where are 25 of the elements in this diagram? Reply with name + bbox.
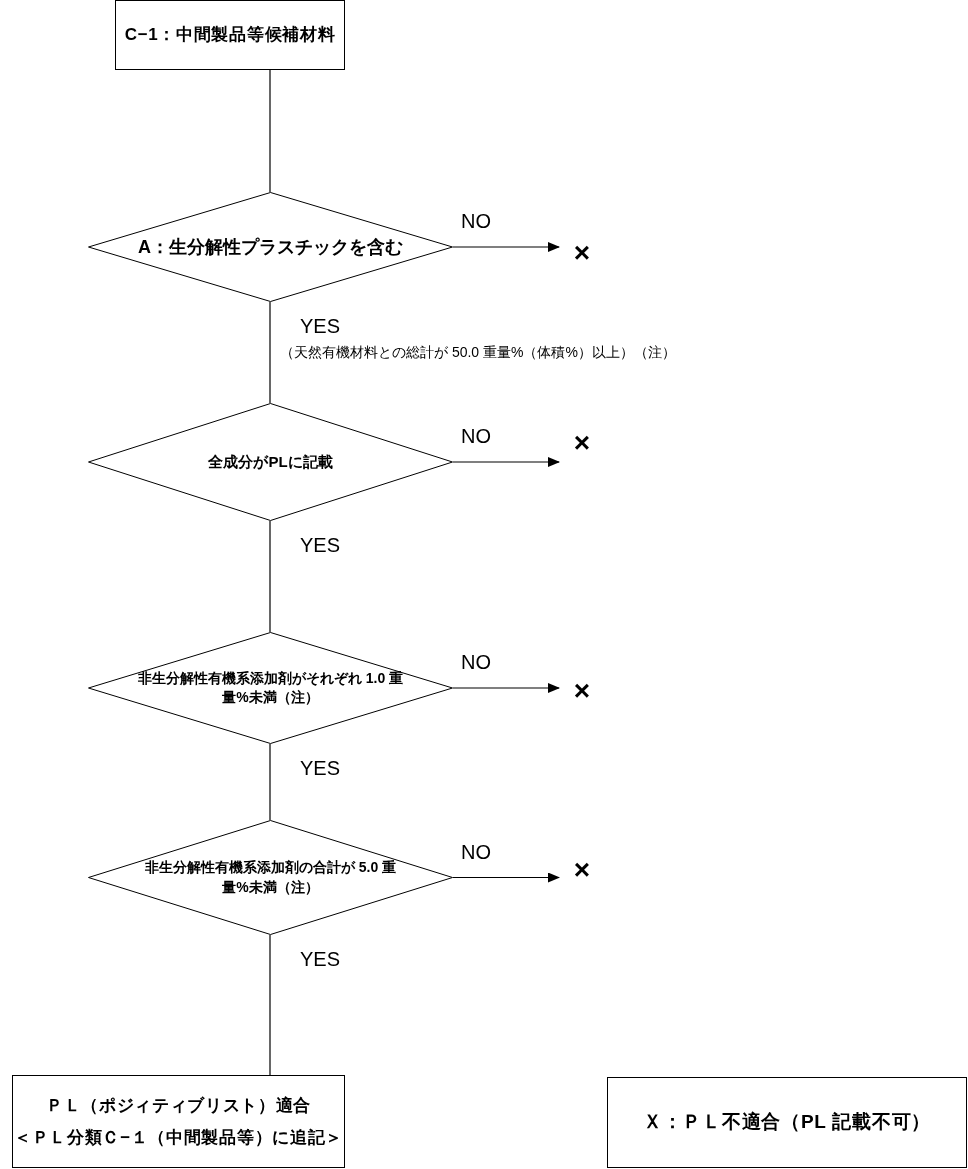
reject-mark: × — [573, 235, 591, 270]
decision-text: 非生分解性有機系添加剤の合計が 5.0 重量%未満（注） — [143, 858, 398, 897]
arrow — [452, 872, 560, 883]
connector-line — [269, 520, 271, 633]
decision-text: 全成分がPLに記載 — [208, 451, 333, 472]
arrow — [452, 242, 560, 252]
decision-text: A：生分解性プラスチックを含む — [138, 235, 403, 259]
process-box — [607, 1077, 967, 1168]
process-box — [115, 0, 345, 70]
reject-mark: × — [573, 852, 591, 887]
note-text: （天然有機材料との総計が 50.0 重量%（体積%）以上）（注） — [280, 343, 676, 362]
box-text: ＰＬ（ポジィティブリスト）適合 — [45, 1095, 312, 1118]
box-text: C−1：中間製品等候補材料 — [124, 24, 336, 47]
connector-line — [269, 743, 271, 821]
reject-mark: × — [573, 673, 591, 708]
box-text: Ｘ：ＰＬ不適合（PL 記載不可） — [642, 1110, 932, 1135]
decision-text: 非生分解性有機系添加剤がそれぞれ 1.0 重量%未満（注） — [136, 668, 405, 707]
process-box — [12, 1075, 345, 1168]
reject-mark: × — [573, 425, 591, 460]
box-text: ＜ＰＬ分類Ｃ−１（中間製品等）に追記＞ — [14, 1126, 343, 1149]
arrow — [452, 683, 560, 693]
connector-line — [269, 301, 271, 404]
arrow — [452, 457, 560, 467]
connector-line — [269, 69, 271, 193]
connector-line — [269, 934, 271, 1076]
